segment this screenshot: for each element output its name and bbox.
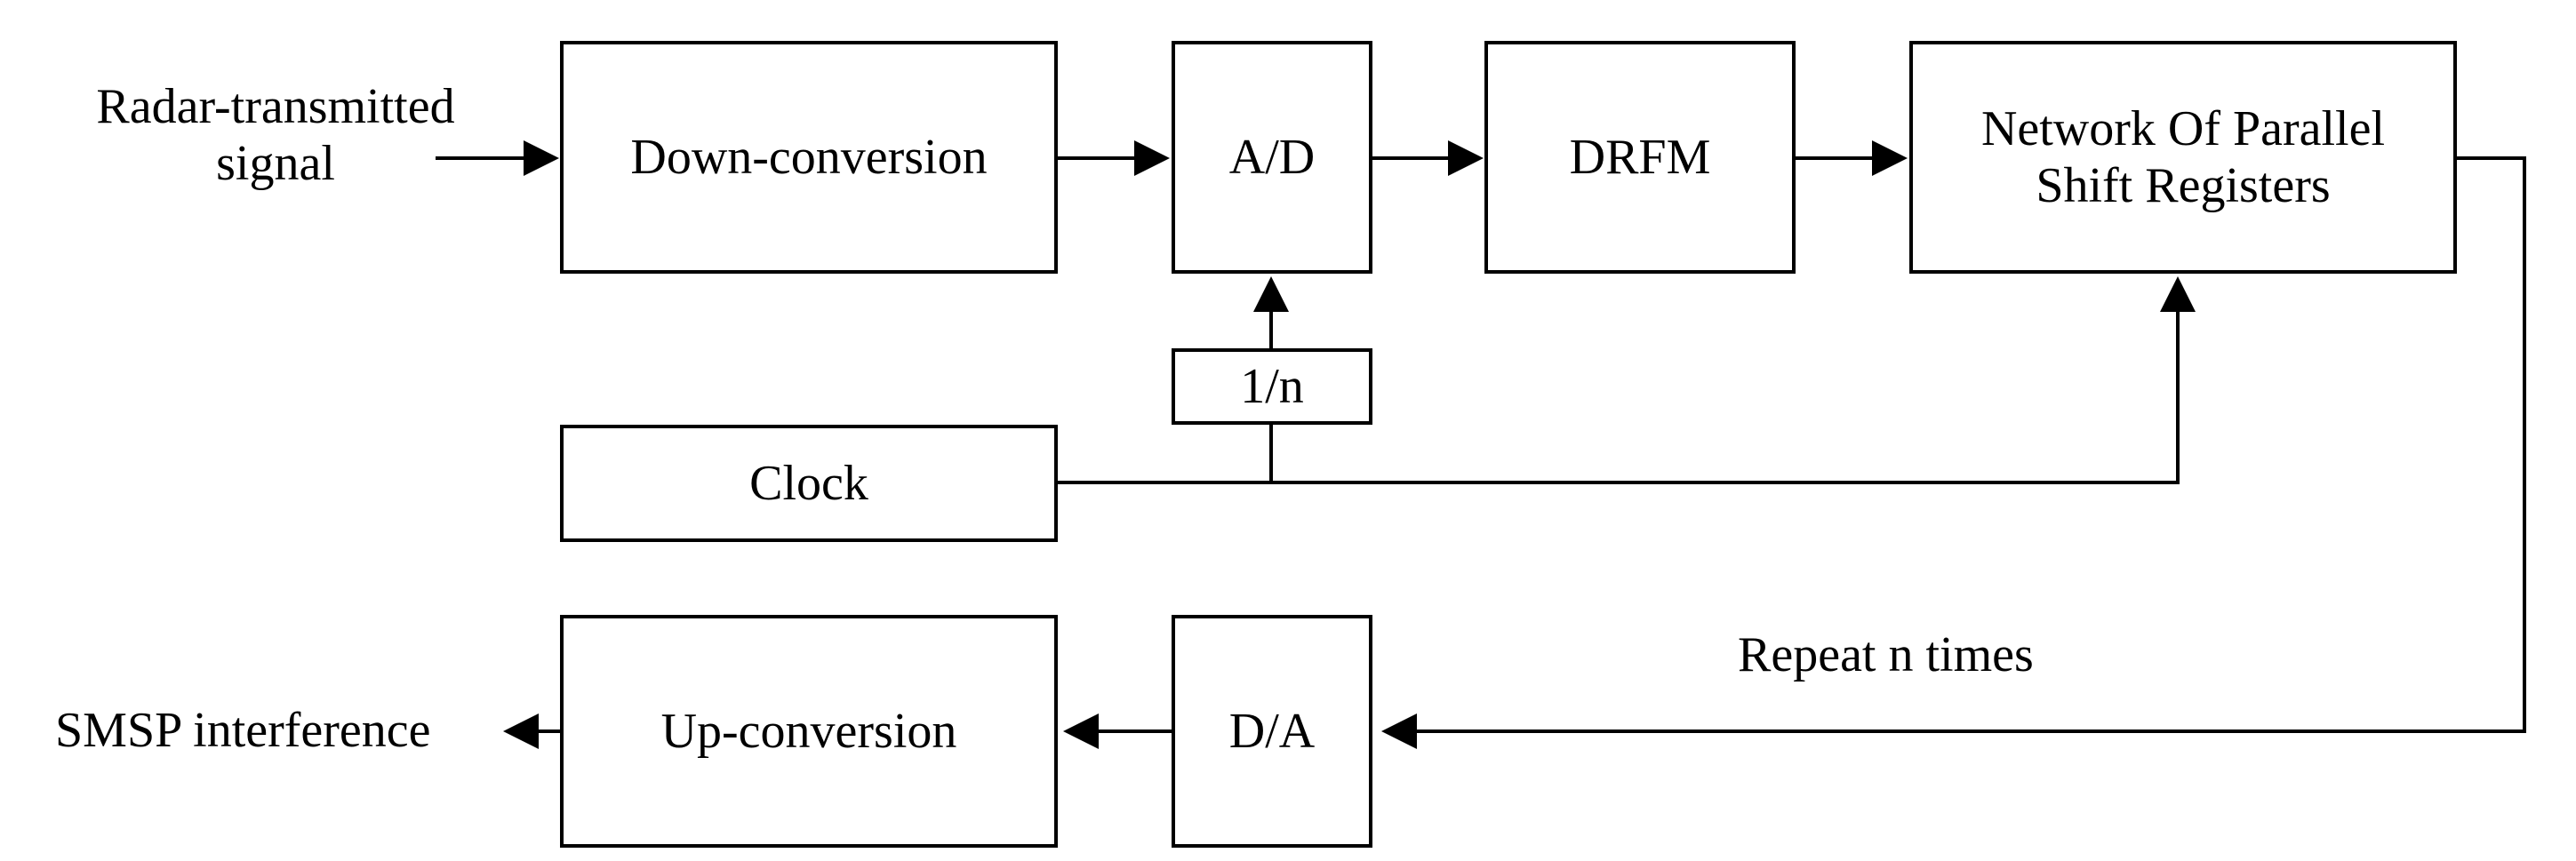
divider-block: 1/n [1172, 348, 1372, 425]
down-conversion-block: Down-conversion [560, 41, 1058, 274]
da-block: D/A [1172, 615, 1372, 848]
network-block: Network Of Parallel Shift Registers [1909, 41, 2457, 274]
clock-label: Clock [749, 455, 868, 511]
line-clock-bus [1058, 276, 2196, 484]
ad-block: A/D [1172, 41, 1372, 274]
input-label: Radar-transmitted signal [96, 79, 455, 192]
ad-label: A/D [1228, 129, 1316, 185]
drfm-label: DRFM [1569, 129, 1711, 185]
down-conversion-label: Down-conversion [630, 129, 988, 185]
repeat-label: Repeat n times [1738, 627, 2034, 682]
divider-label: 1/n [1240, 358, 1304, 414]
up-conversion-label: Up-conversion [660, 703, 957, 759]
drfm-block: DRFM [1484, 41, 1796, 274]
line-repeat-loop [1381, 156, 2526, 749]
network-label: Network Of Parallel Shift Registers [1980, 100, 2386, 213]
da-label: D/A [1228, 703, 1316, 759]
clock-block: Clock [560, 425, 1058, 542]
up-conversion-block: Up-conversion [560, 615, 1058, 848]
output-label: SMSP interference [55, 703, 431, 758]
